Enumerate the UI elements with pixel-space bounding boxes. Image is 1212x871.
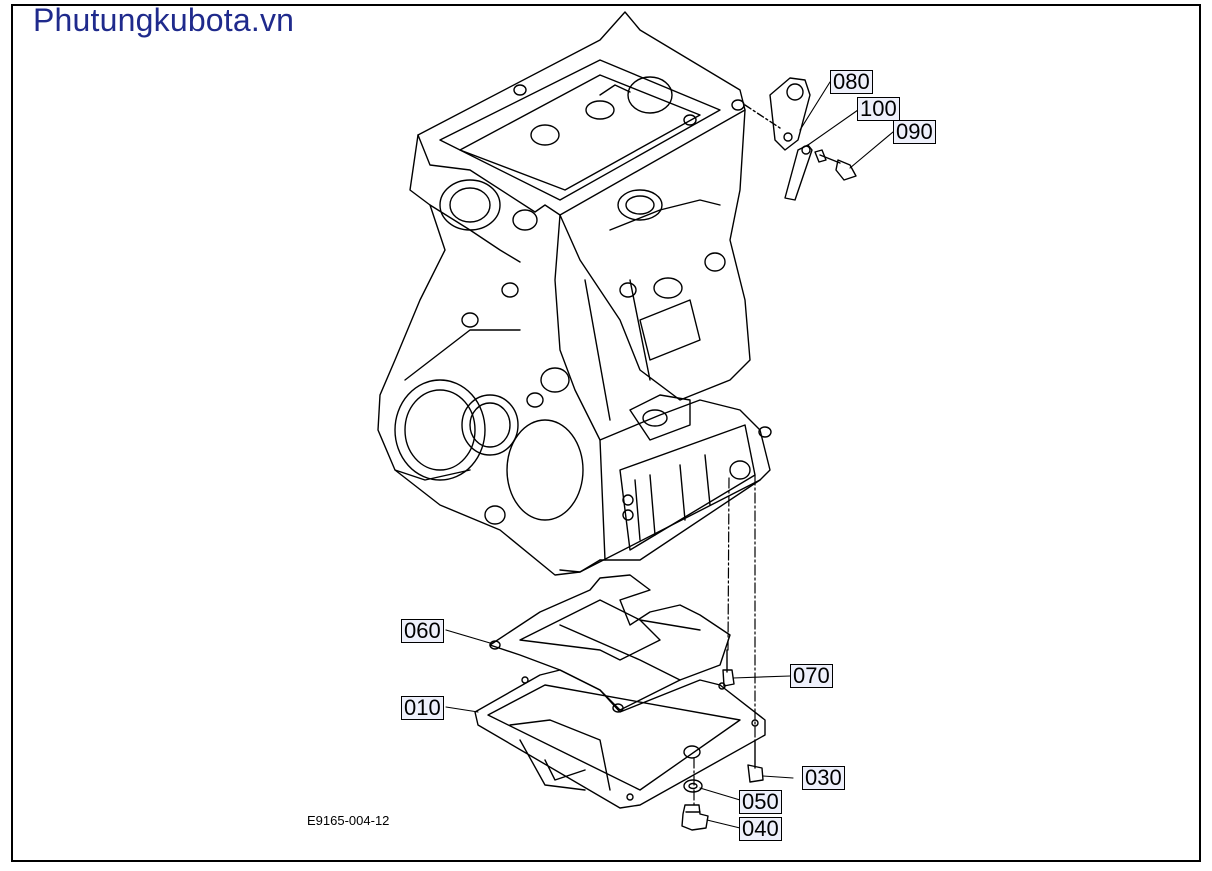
drawing-frame [11,4,1201,862]
part-label-060[interactable]: 060 [401,619,444,643]
engine-block [377,11,772,576]
brand-watermark: Phutungkubota.vn [33,2,295,38]
lifting-bracket-assembly [744,77,857,201]
part-label-070[interactable]: 070 [790,664,833,688]
baffle-plate [489,574,731,713]
part-label-030[interactable]: 030 [802,766,845,790]
part-label-090[interactable]: 090 [893,120,936,144]
part-label-010[interactable]: 010 [401,696,444,720]
part-label-050[interactable]: 050 [739,790,782,814]
part-label-040[interactable]: 040 [739,817,782,841]
part-label-100[interactable]: 100 [857,97,900,121]
part-label-080[interactable]: 080 [830,70,873,94]
leader-lines [445,81,894,829]
drawing-code: E9165-004-12 [307,813,390,828]
fasteners [681,649,764,831]
alignment-lines [693,474,756,806]
oil-pan [474,669,766,809]
